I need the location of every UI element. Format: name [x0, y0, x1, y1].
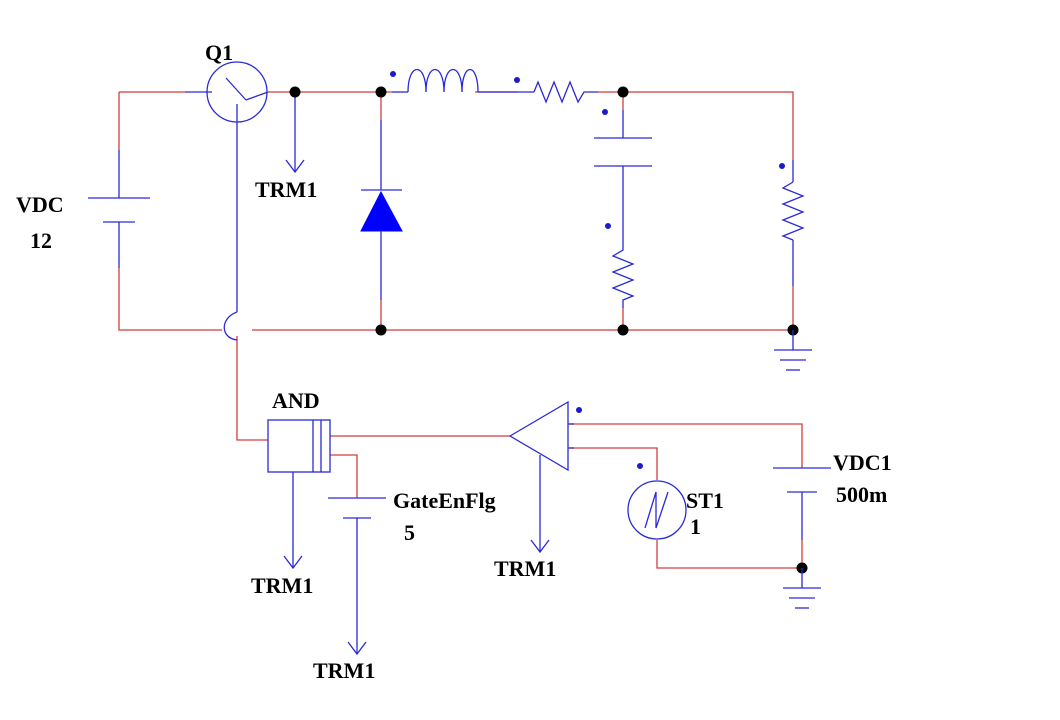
- inductor-pin-dot: [390, 71, 396, 77]
- gate-enable-value: 5: [404, 520, 415, 545]
- comparator[interactable]: [508, 400, 574, 554]
- trm-gate-label: TRM1: [313, 658, 375, 683]
- resistor-pin-dot: [514, 77, 520, 83]
- capacitor-pin-dot: [602, 109, 608, 115]
- and-gate[interactable]: [267, 419, 331, 473]
- ground-bottom: [783, 568, 821, 609]
- trm-comp-label: TRM1: [494, 556, 556, 581]
- and-label: AND: [272, 388, 320, 413]
- nodes-top: [289, 86, 799, 336]
- st1-pin-dot: [637, 463, 643, 469]
- load-pin-dot: [779, 163, 785, 169]
- trm-arrow-and[interactable]: [283, 472, 303, 570]
- vdc1-source[interactable]: [773, 467, 831, 540]
- esr-pin-dot: [605, 223, 611, 229]
- control-wires: [330, 423, 803, 569]
- q1-label: Q1: [205, 40, 233, 65]
- comparator-pin-dot: [576, 407, 582, 413]
- trm-top-label: TRM1: [255, 177, 317, 202]
- inductor[interactable]: [392, 69, 534, 93]
- gate-enable-source[interactable]: [328, 497, 386, 656]
- vdc-value: 12: [30, 228, 52, 253]
- esr-resistor[interactable]: [611, 242, 635, 308]
- q1-switch[interactable]: [185, 61, 269, 341]
- vdc-label: VDC: [16, 192, 64, 217]
- series-resistor[interactable]: [533, 80, 598, 104]
- vdc1-label: VDC1: [833, 450, 892, 475]
- vdc1-value: 500m: [836, 482, 887, 507]
- load-resistor[interactable]: [781, 160, 805, 286]
- gate-enable-label: GateEnFlg: [393, 488, 496, 513]
- ground-top: [774, 330, 812, 371]
- vdc-source[interactable]: [88, 150, 150, 268]
- trm-arrow-top[interactable]: [285, 92, 305, 174]
- st1-label: ST1: [686, 488, 724, 513]
- trm-and-label: TRM1: [251, 573, 313, 598]
- power-stage-wires: [118, 91, 794, 441]
- st1-sawtooth-source[interactable]: [627, 480, 687, 540]
- diode[interactable]: [360, 120, 403, 300]
- st1-value: 1: [690, 514, 701, 539]
- output-capacitor[interactable]: [594, 110, 652, 242]
